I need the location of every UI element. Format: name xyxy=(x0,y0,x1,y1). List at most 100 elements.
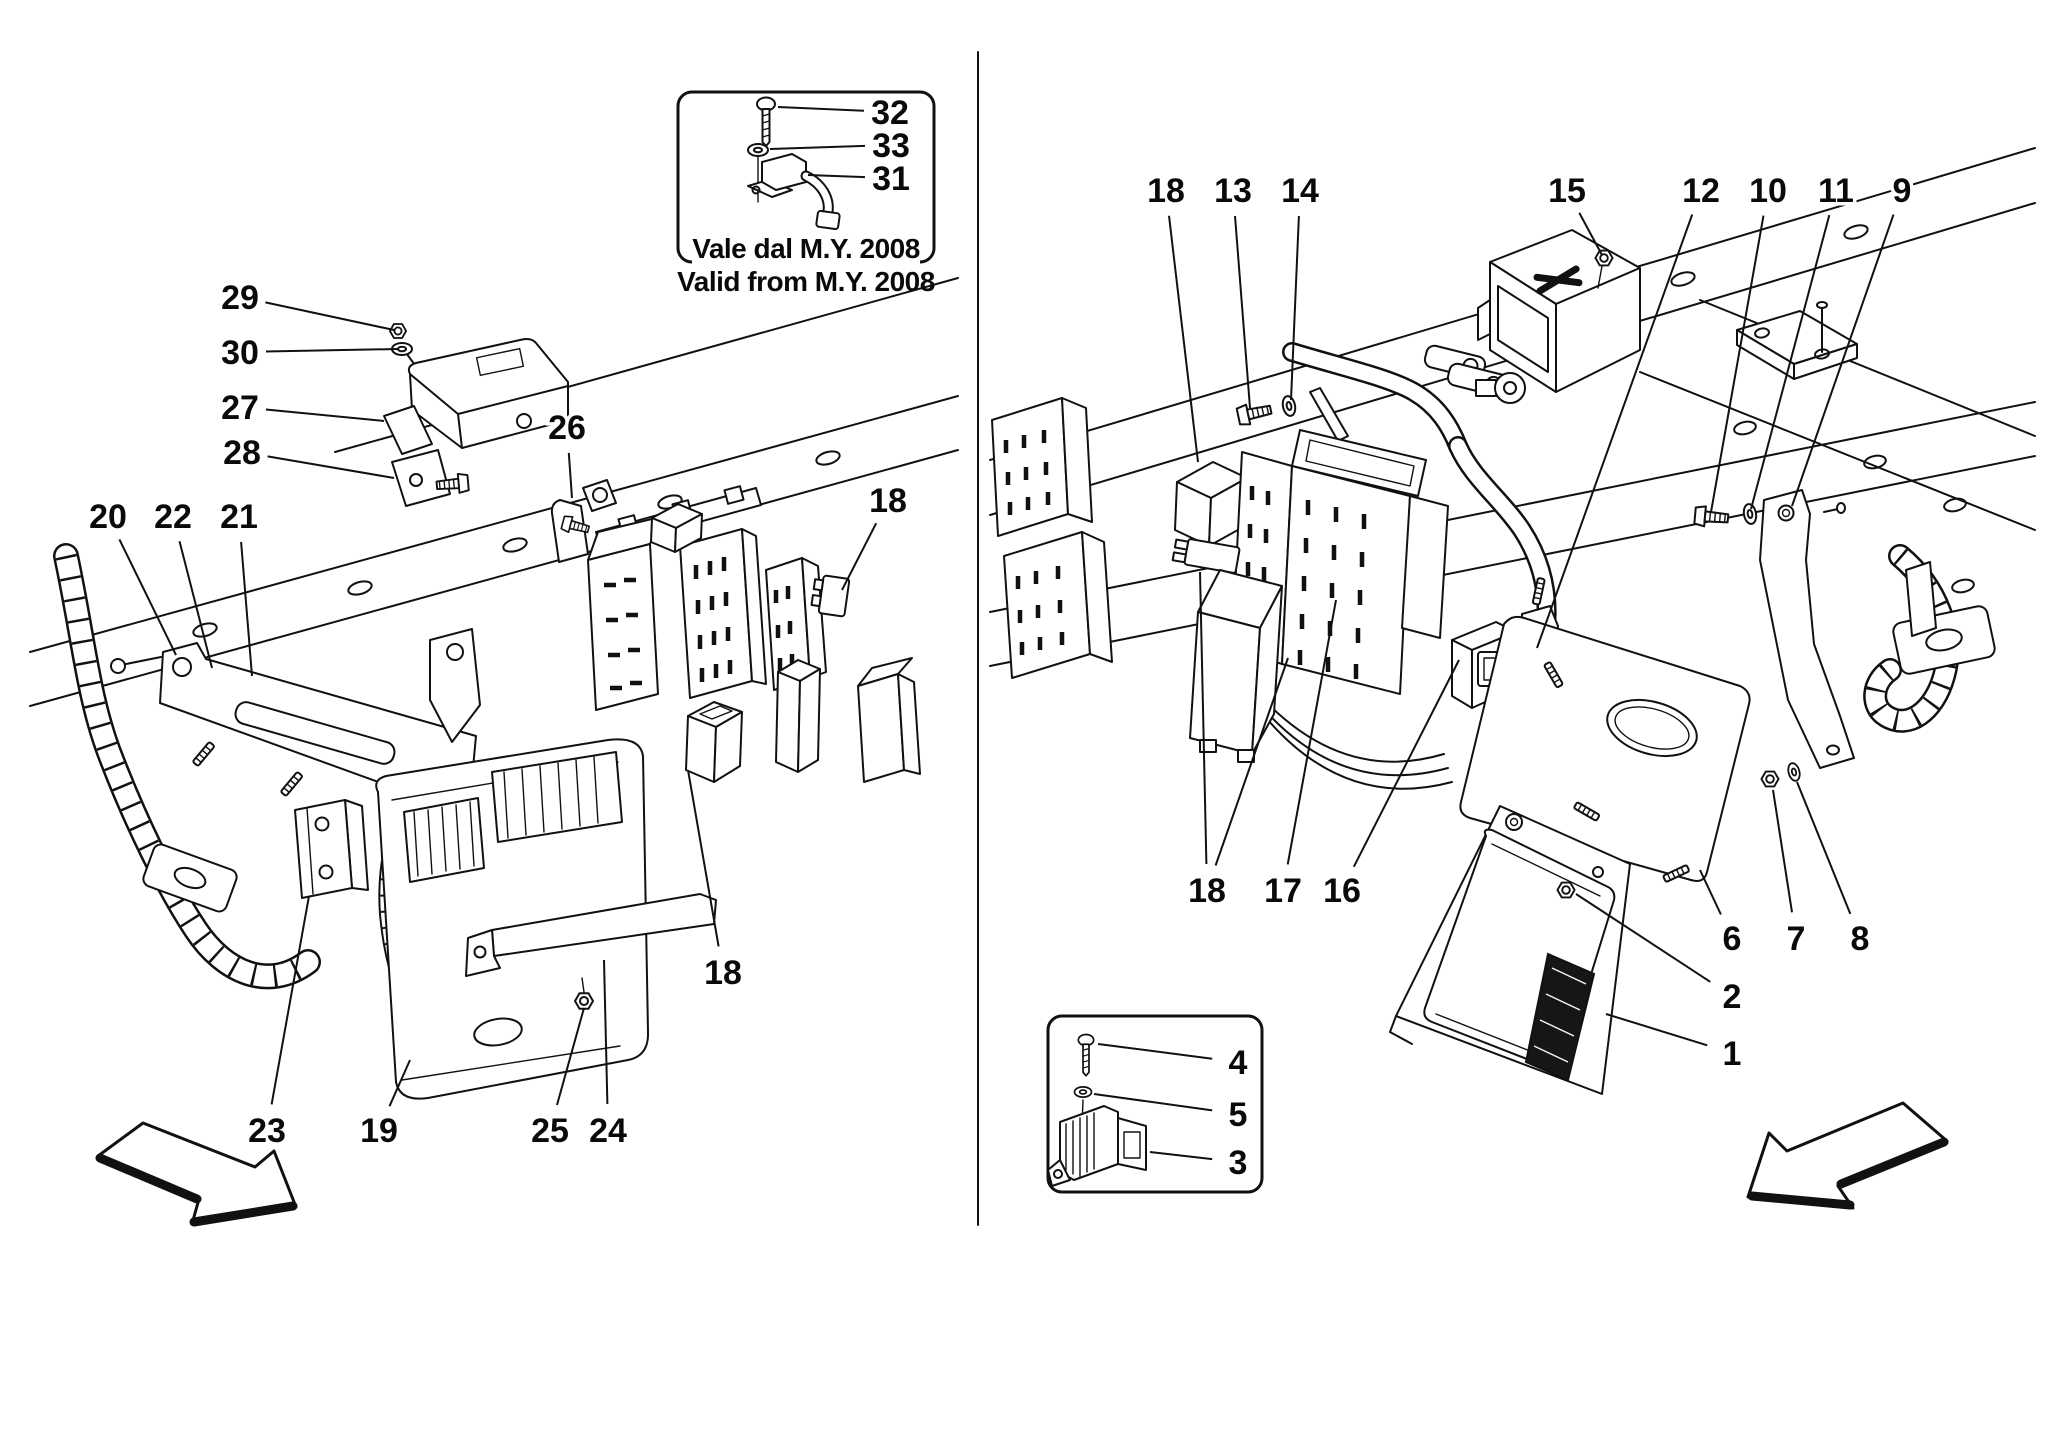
callout-13-18: 13 xyxy=(1214,172,1252,210)
left-relay-boxes xyxy=(685,657,921,783)
washer-5 xyxy=(1073,1086,1093,1098)
callout-26-7: 26 xyxy=(548,409,586,447)
nut-29 xyxy=(388,323,408,339)
leader-line-16 xyxy=(1352,659,1460,868)
cross-emblem xyxy=(1533,265,1583,295)
callout-18-17: 18 xyxy=(1147,172,1185,210)
leader-line-18 xyxy=(1214,657,1289,866)
callout-4-33: 4 xyxy=(1229,1044,1248,1082)
leader-line-32 xyxy=(777,106,865,112)
screw-13-washer-14 xyxy=(1235,387,1349,442)
leader-line-20 xyxy=(118,538,177,656)
callout-18-8: 18 xyxy=(869,482,907,520)
leader-line-18 xyxy=(1199,571,1208,865)
callout-14-19: 14 xyxy=(1281,172,1319,210)
ecu-27-assembly xyxy=(383,323,569,507)
right-cable-harness-grommet xyxy=(1863,544,1996,733)
callout-1-32: 1 xyxy=(1723,1035,1742,1073)
leader-line-1 xyxy=(1605,1013,1708,1047)
leader-line-6 xyxy=(1699,869,1722,915)
callout-9-24: 9 xyxy=(1893,172,1912,210)
washer-33 xyxy=(747,143,769,157)
sensor-3 xyxy=(1047,1099,1147,1187)
callout-23-10: 23 xyxy=(248,1112,286,1150)
battery-terminal-cover-15 xyxy=(1477,229,1641,393)
callout-22-5: 22 xyxy=(154,498,192,536)
callout-28-3: 28 xyxy=(223,434,261,472)
callout-17-26: 17 xyxy=(1264,872,1302,910)
callout-31-16: 31 xyxy=(872,160,910,198)
leader-line-30 xyxy=(265,348,399,353)
leader-line-2 xyxy=(1575,893,1711,983)
right-fusebox-assembly xyxy=(1171,429,1453,790)
leader-line-24 xyxy=(603,959,609,1105)
right-relay-box-group xyxy=(991,397,1113,679)
leader-line-21 xyxy=(240,541,253,677)
leader-line-4 xyxy=(1097,1043,1213,1060)
leader-line-18 xyxy=(841,522,878,591)
callout-19-11: 19 xyxy=(360,1112,398,1150)
callout-16-27: 16 xyxy=(1323,872,1361,910)
leader-line-13 xyxy=(1234,215,1251,409)
leader-line-3 xyxy=(1149,1151,1213,1161)
ecu-connector-fins xyxy=(1524,952,1596,1082)
leader-line-14 xyxy=(1290,215,1300,401)
callout-29-0: 29 xyxy=(221,279,259,317)
leader-line-19 xyxy=(388,1059,411,1107)
leader-line-12 xyxy=(1536,214,1694,649)
callout-25-12: 25 xyxy=(531,1112,569,1150)
callout-12-21: 12 xyxy=(1682,172,1720,210)
leader-line-27 xyxy=(265,408,385,422)
callout-2-31: 2 xyxy=(1723,978,1742,1016)
bracket-20 xyxy=(110,628,481,802)
leader-line-11 xyxy=(1750,214,1831,510)
mounting-plate-6 xyxy=(1459,615,1751,884)
bracket-9-hardware xyxy=(1693,489,1855,788)
callout-24-13: 24 xyxy=(589,1112,627,1150)
leader-line-5 xyxy=(1093,1093,1213,1112)
leader-line-8 xyxy=(1796,781,1852,915)
callout-30-1: 30 xyxy=(221,334,259,372)
nut-25 xyxy=(574,992,594,1010)
nut-7 xyxy=(1760,770,1780,788)
leader-line-33 xyxy=(769,144,866,150)
sensor-31 xyxy=(747,153,841,231)
direction-arrow-right xyxy=(1746,1101,1949,1210)
leader-line-18 xyxy=(1168,215,1199,463)
nut-2 xyxy=(1556,881,1576,899)
callout-18-25: 18 xyxy=(1188,872,1226,910)
callout-8-30: 8 xyxy=(1851,920,1870,958)
leader-line-29 xyxy=(265,301,395,331)
direction-arrow-left xyxy=(95,1121,298,1227)
callout-10-22: 10 xyxy=(1749,172,1787,210)
leader-line-18 xyxy=(687,769,720,947)
left-fusebox-assembly xyxy=(550,479,827,711)
ecu-1-assembly xyxy=(1389,805,1631,1095)
callout-32-14: 32 xyxy=(871,94,909,132)
leader-line-28 xyxy=(267,455,395,479)
inset-note-italian: Vale dal M.Y. 2008 xyxy=(692,233,920,264)
ecu-19-assembly xyxy=(375,738,717,1100)
leader-line-10 xyxy=(1710,215,1765,513)
leader-line-7 xyxy=(1772,789,1793,913)
callout-3-35: 3 xyxy=(1229,1144,1248,1182)
inset-note-english: Valid from M.Y. 2008 xyxy=(677,266,935,297)
relay-clip-18-left xyxy=(810,574,851,618)
leader-line-9 xyxy=(1791,214,1895,507)
callout-20-4: 20 xyxy=(89,498,127,536)
left-cable-harness xyxy=(53,543,321,990)
leader-line-17 xyxy=(1286,599,1337,865)
callout-33-15: 33 xyxy=(872,127,910,165)
leader-line-23 xyxy=(270,895,310,1105)
leader-line-25 xyxy=(556,1007,585,1106)
leader-line-15 xyxy=(1578,212,1603,256)
callout-27-2: 27 xyxy=(221,389,259,427)
callout-7-29: 7 xyxy=(1787,920,1806,958)
leader-line-26 xyxy=(567,452,573,499)
leader-line-22 xyxy=(178,540,213,669)
callout-18-9: 18 xyxy=(704,954,742,992)
callout-11-23: 11 xyxy=(1818,172,1854,210)
